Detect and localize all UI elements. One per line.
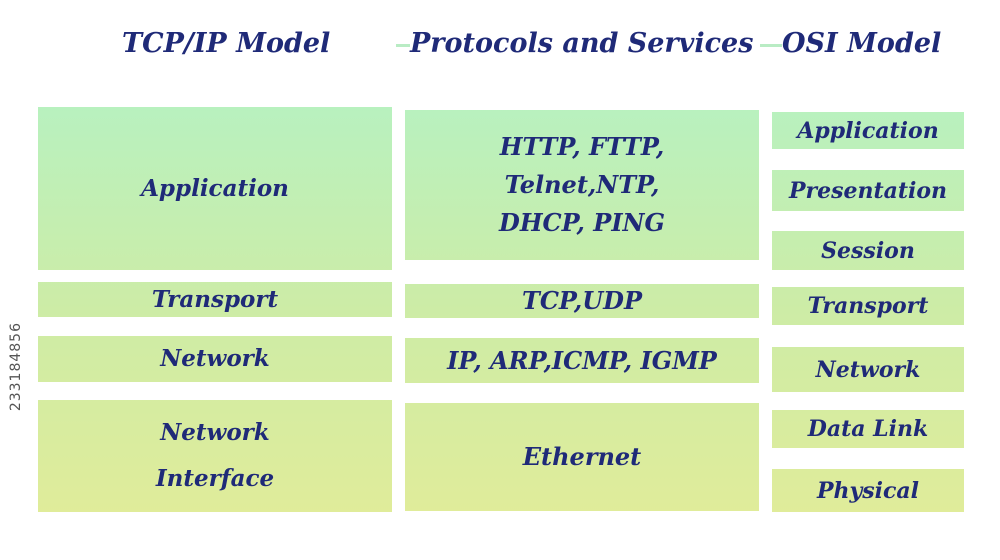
osi-layer-label-line: Application [797,117,939,144]
protocol-group-1: HTTP, FTTP, Telnet,NTP, DHCP, PING [405,110,759,260]
osi-layer-label-line: Transport [807,293,929,319]
tcpip-layer-label-line: Interface [155,465,275,492]
osi-layer-3: Session [772,231,964,270]
protocol-group-label-line: HTTP, FTTP, [499,132,665,161]
protocol-group-label-line: Telnet,NTP, [504,170,660,199]
osi-layer-label-line: Presentation [788,177,948,204]
tcpip-layer-label-line: Network [160,419,270,446]
protocols-services-heading: Protocols and Services [410,28,754,59]
osi-layer-7: Physical [772,469,964,512]
osi-layer-1: Application [772,112,964,149]
osi-layer-6: Data Link [772,410,964,448]
tcpip-layer-label-line: Network [160,345,270,372]
protocol-group-label-line: Ethernet [522,442,642,471]
osi-layer-label-line: Physical [816,477,920,504]
protocol-group-3: IP, ARP,ICMP, IGMP [405,338,759,383]
osi-model-heading: OSI Model [782,28,942,59]
tcpip-layer-3: Network [38,336,392,382]
tcpip-layer-label-line: Transport [151,285,279,313]
tcpip-layer-label-line: Application [141,174,289,202]
tcpip-layer-2: Transport [38,282,392,317]
protocol-group-4: Ethernet [405,403,759,511]
osi-layer-label-line: Data Link [807,416,929,442]
heading-connector-left [396,44,410,47]
osi-layer-4: Transport [772,287,964,325]
protocol-group-label-line: IP, ARP,ICMP, IGMP [447,345,717,375]
tcpip-layer-1: Application [38,107,392,270]
protocol-group-label-line: TCP,UDP [521,286,643,315]
osi-layer-label-line: Network [815,356,921,383]
stock-id-watermark: 233184856 [8,322,24,412]
heading-connector-right [760,44,782,47]
osi-layer-2: Presentation [772,170,964,211]
osi-layer-5: Network [772,347,964,392]
protocol-group-2: TCP,UDP [405,284,759,318]
osi-layer-label-line: Session [821,237,915,264]
protocol-group-label-line: DHCP, PING [499,208,665,237]
tcpip-model-heading: TCP/IP Model [122,28,331,59]
